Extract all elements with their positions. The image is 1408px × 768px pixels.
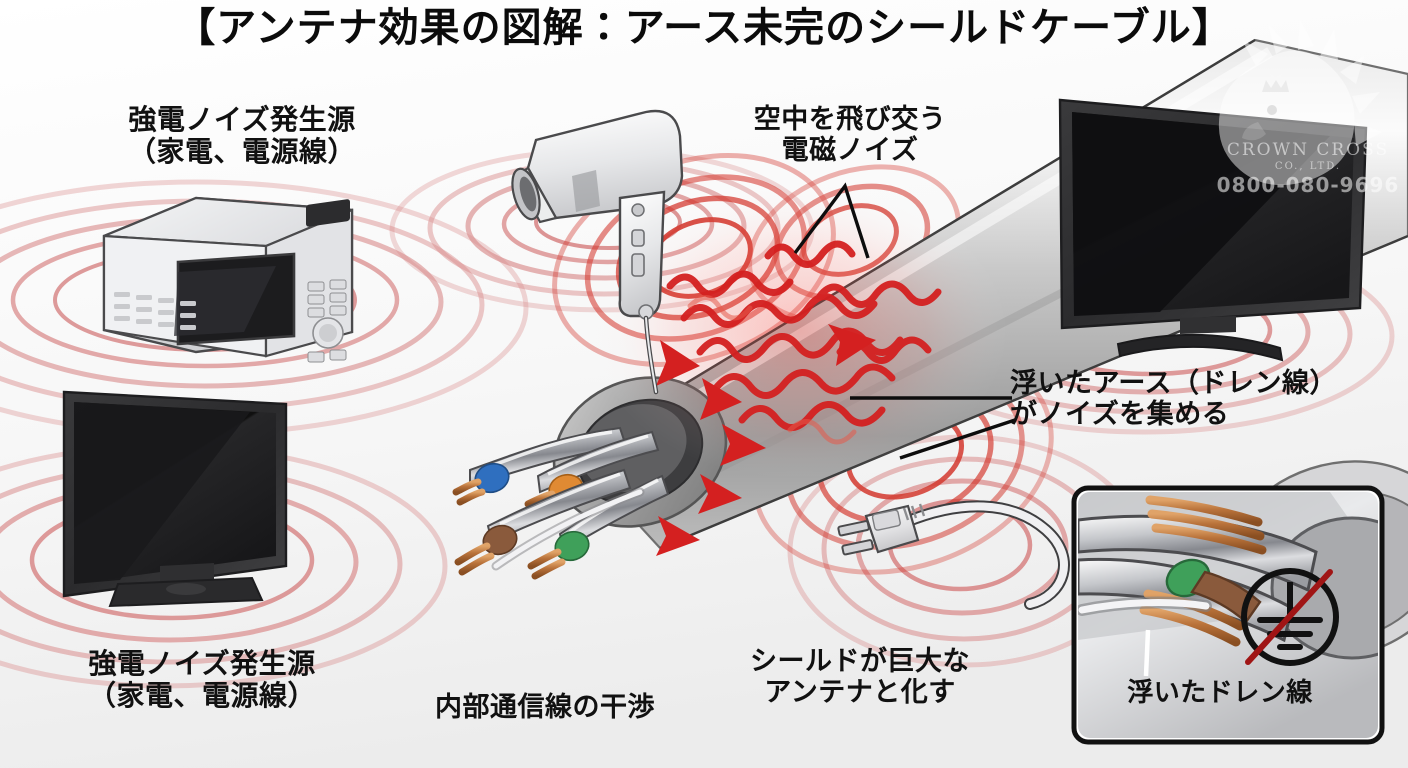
television-left	[62, 390, 288, 608]
microwave-vents	[114, 292, 196, 330]
electromagnetic-noise-burst	[590, 180, 1010, 556]
television-right	[1058, 98, 1368, 362]
drain-wire	[491, 487, 645, 571]
watermark-hedgehog-logo	[1218, 20, 1382, 186]
leader-air-noise	[793, 182, 870, 259]
label-airborne-noise: 空中を飛び交う 電磁ノイズ	[753, 104, 947, 167]
label-shield-becomes-antenna: シールドが巨大な アンテナと化す	[750, 646, 970, 709]
label-floating-drain-wire: 浮いたドレン線	[1127, 678, 1313, 708]
leader-floating-earth-lower	[899, 418, 1016, 460]
microwave-oven	[102, 196, 354, 363]
drain-wire-closeup	[1071, 485, 1385, 745]
plug-prongs	[837, 520, 874, 556]
label-floating-earth: 浮いたアース（ドレン線） がノイズを集める	[1010, 368, 1338, 431]
crossed-out-earth-ground-icon	[1241, 568, 1339, 666]
noise-arrowheads	[656, 324, 876, 556]
label-noise-source-top: 強電ノイズ発生源 （家電、電源線）	[127, 103, 356, 169]
label-inner-line-interference: 内部通信線の干渉	[435, 692, 655, 723]
microwave-control-panel	[306, 199, 350, 363]
hair-dryer	[511, 109, 684, 395]
twisted-pair-brown	[454, 468, 632, 576]
page-title: 【アンテナ効果の図解：アース未完のシールドケーブル】	[175, 5, 1233, 51]
label-noise-source-bottom: 強電ノイズ発生源 （家電、電源線）	[87, 647, 316, 713]
ac-power-plug	[837, 500, 1070, 610]
leader-lines	[793, 182, 1016, 460]
